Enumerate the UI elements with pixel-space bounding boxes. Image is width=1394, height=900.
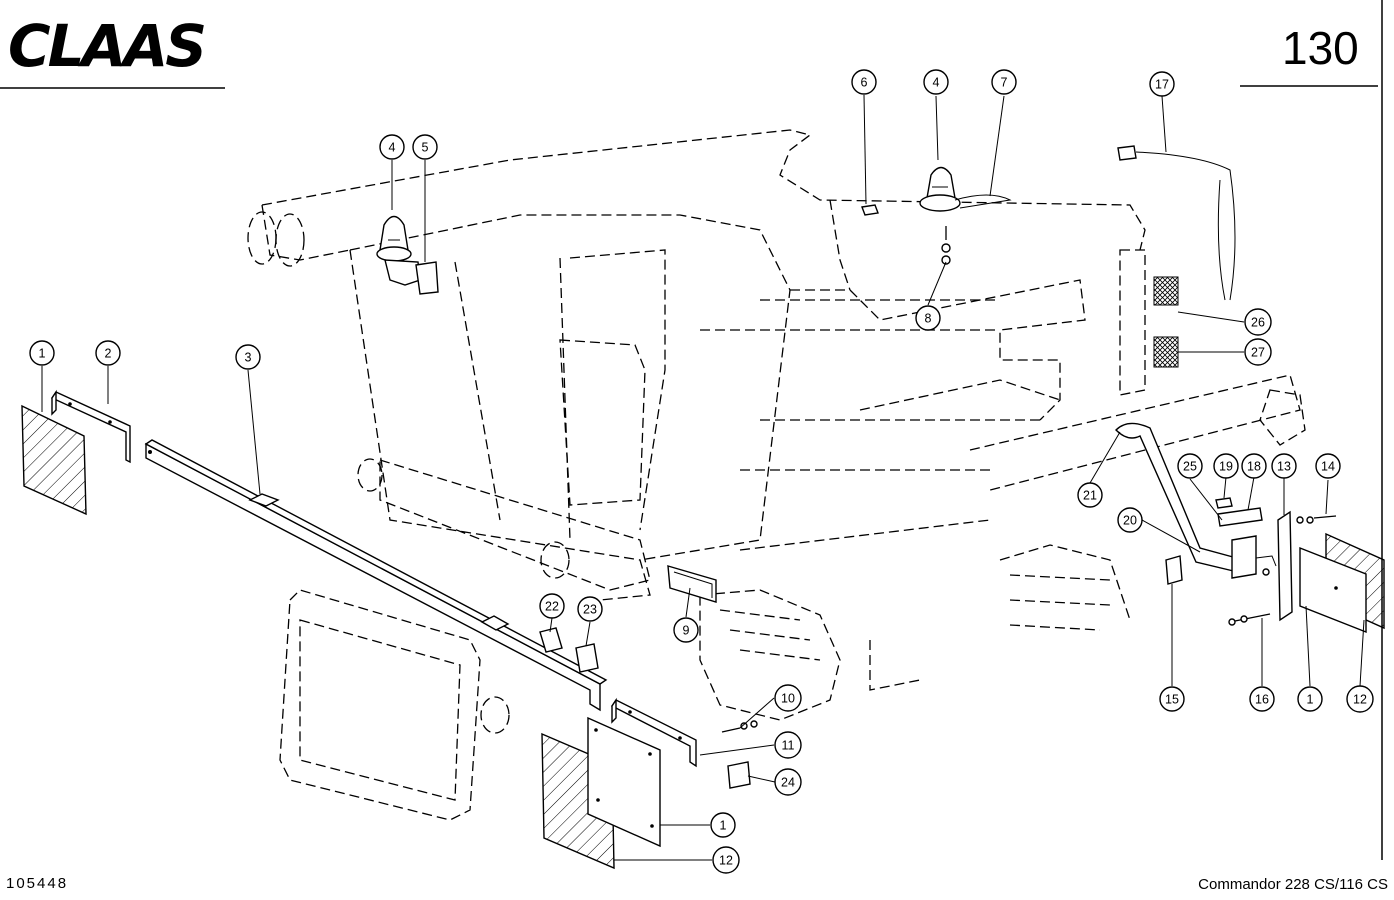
combine-outline xyxy=(247,129,1306,821)
callout-19: 19 xyxy=(1213,453,1239,479)
callout-12-bottom: 12 xyxy=(712,846,740,874)
svg-text:18: 18 xyxy=(1247,460,1261,474)
model-label: Commandor 228 CS/116 CS xyxy=(1198,876,1388,893)
callout-24: 24 xyxy=(774,768,802,796)
svg-text:4: 4 xyxy=(933,76,940,90)
callout-23: 23 xyxy=(577,596,603,622)
page-number: 130 xyxy=(1282,22,1359,74)
beacon-right xyxy=(919,166,1012,212)
svg-text:22: 22 xyxy=(545,600,559,614)
svg-text:12: 12 xyxy=(719,854,733,868)
bolt-14 xyxy=(1296,515,1337,524)
bolt-16 xyxy=(1228,613,1271,626)
svg-text:20: 20 xyxy=(1123,514,1137,528)
svg-text:12: 12 xyxy=(1353,693,1367,707)
callout-4-left: 4 xyxy=(379,134,405,160)
bracket-9 xyxy=(667,565,717,603)
callout-14: 14 xyxy=(1315,453,1341,479)
drawing-number: 105448 xyxy=(6,875,68,892)
beacon-left xyxy=(376,215,421,286)
callout-17: 17 xyxy=(1149,71,1175,97)
callout-27: 27 xyxy=(1244,338,1272,366)
reflector-26 xyxy=(1153,276,1179,306)
beam-3 xyxy=(144,439,608,712)
bolt-10 xyxy=(721,720,758,733)
svg-text:6: 6 xyxy=(861,76,868,90)
callout-6: 6 xyxy=(851,69,877,95)
svg-text:11: 11 xyxy=(782,739,795,753)
lamp-arm-assembly xyxy=(1115,422,1277,579)
bracket-5 xyxy=(415,160,439,295)
callout-15: 15 xyxy=(1159,686,1185,712)
callout-18: 18 xyxy=(1241,453,1267,479)
cable-17 xyxy=(1117,145,1236,301)
svg-text:21: 21 xyxy=(1083,489,1097,503)
leader-lines xyxy=(41,95,1365,861)
svg-text:16: 16 xyxy=(1255,693,1269,707)
svg-text:24: 24 xyxy=(781,776,795,790)
svg-text:2: 2 xyxy=(105,347,112,361)
svg-text:27: 27 xyxy=(1251,346,1265,360)
callout-7: 7 xyxy=(991,69,1017,95)
warning-plate-right xyxy=(1299,532,1385,634)
svg-text:14: 14 xyxy=(1321,460,1335,474)
callout-4-right: 4 xyxy=(923,69,949,95)
lamp-15 xyxy=(1165,555,1183,585)
svg-text:4: 4 xyxy=(389,141,396,155)
callout-21: 21 xyxy=(1077,482,1103,508)
bracket-13 xyxy=(1277,510,1293,622)
svg-text:25: 25 xyxy=(1183,460,1197,474)
svg-text:15: 15 xyxy=(1165,693,1179,707)
callout-22: 22 xyxy=(539,593,565,619)
svg-text:8: 8 xyxy=(925,312,932,326)
bracket-2 xyxy=(50,389,131,464)
callout-1-bottom: 1 xyxy=(710,812,736,838)
callout-26: 26 xyxy=(1244,308,1272,336)
switch-6 xyxy=(861,94,879,216)
callout-16: 16 xyxy=(1249,686,1275,712)
svg-text:7: 7 xyxy=(1001,76,1008,90)
svg-text:1: 1 xyxy=(39,347,46,361)
callout-8: 8 xyxy=(915,305,941,331)
callouts: 1 2 3 4 5 4 6 7 8 9 10 11 12 1 12 13 14 … xyxy=(29,69,1374,874)
clip-24 xyxy=(727,761,751,789)
callout-9: 9 xyxy=(673,617,699,643)
reflector-27 xyxy=(1153,336,1179,368)
brand-logo: CLAAS xyxy=(8,12,204,80)
callout-1-left: 1 xyxy=(29,340,55,366)
bracket-23 xyxy=(575,643,599,673)
callout-20: 20 xyxy=(1117,507,1143,533)
svg-text:19: 19 xyxy=(1219,460,1233,474)
svg-text:5: 5 xyxy=(422,141,429,155)
svg-text:3: 3 xyxy=(245,351,252,365)
svg-text:17: 17 xyxy=(1155,78,1169,92)
callout-2: 2 xyxy=(95,340,121,366)
svg-text:13: 13 xyxy=(1277,460,1291,474)
svg-text:10: 10 xyxy=(781,692,795,706)
svg-text:1: 1 xyxy=(1307,693,1314,707)
callout-1-right: 1 xyxy=(1297,686,1323,712)
callout-25: 25 xyxy=(1177,453,1203,479)
callout-13: 13 xyxy=(1271,453,1297,479)
callout-11: 11 xyxy=(774,731,802,759)
svg-text:23: 23 xyxy=(583,603,597,617)
callout-10: 10 xyxy=(774,684,802,712)
warning-plate-left xyxy=(21,404,87,516)
plate-18 xyxy=(1217,507,1263,527)
bracket-11 xyxy=(610,697,697,768)
clip-19 xyxy=(1215,497,1233,509)
callout-5: 5 xyxy=(412,134,438,160)
svg-text:1: 1 xyxy=(720,819,727,833)
svg-text:26: 26 xyxy=(1251,316,1265,330)
callout-3: 3 xyxy=(235,344,261,370)
screw-8 xyxy=(941,226,951,265)
svg-text:9: 9 xyxy=(683,624,690,638)
callout-12-right: 12 xyxy=(1346,685,1374,713)
warning-plate-bottom xyxy=(541,716,661,870)
